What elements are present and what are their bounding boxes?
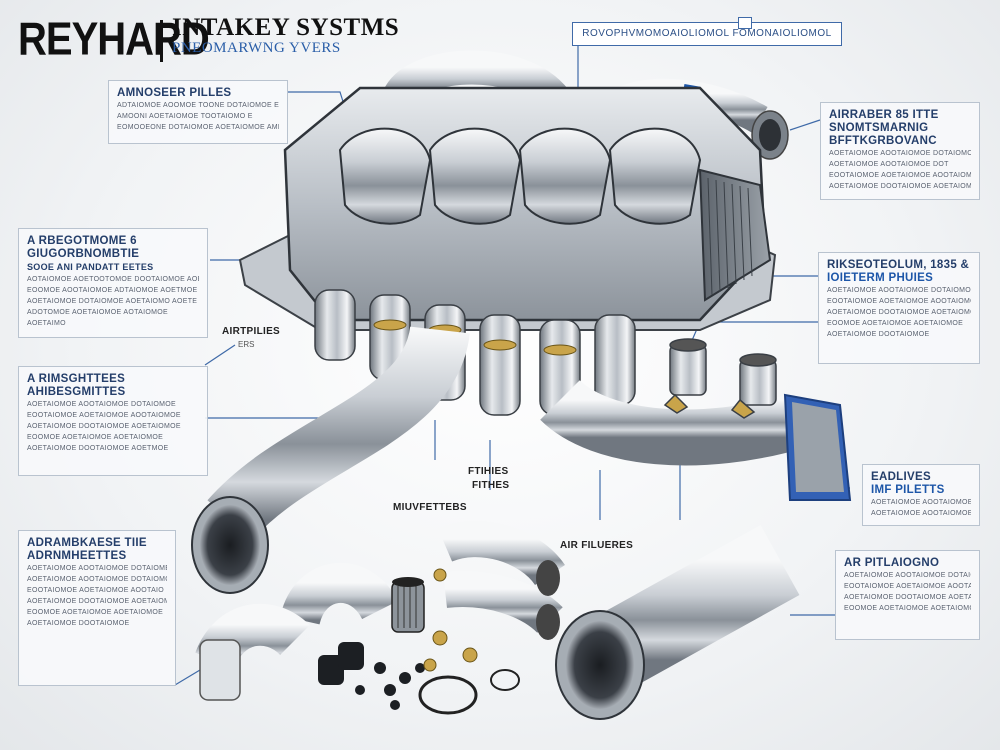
callout-line: EOMOOEONE DOTAIOMOE AOETAIOMOE AMMO: [117, 124, 279, 131]
callout-title: AMNOSEER PILLES: [117, 87, 232, 99]
label-air-filters: AIR FILUERES: [560, 540, 634, 551]
label-airplates: AIRTPILIES: [222, 326, 281, 337]
page-title: INTAKEY SYSTMS: [172, 14, 400, 41]
callout-line: AOETAIOMOE DOTAIOMOE AOETAIOMO AOETE: [27, 298, 198, 305]
callout-mid-left: A RBEGOTMOME 6 GIUGORBNOMBTIE SOOE ANI P…: [18, 228, 208, 338]
top-banner-text: ROVOPHVMOMOAIOLIOMOL FOMONAIOLIOMOL: [582, 28, 832, 39]
callout-title: GIUGORBNOMBTIE: [27, 248, 140, 260]
callout-line: EOOTAIOMOE AOETAIOMOE AOOTAIO: [27, 587, 165, 594]
callout-title: RIKSEOTEOLUM, 1835 &: [827, 259, 970, 271]
callout-line: AOETAIOMOE AOOTAIOMOE: [871, 510, 971, 517]
callout-line: AOTAIOMOE AOETOOTOMOE DOOTAIOMOE AOE: [27, 276, 199, 283]
callout-line: EOOTAIOMOE AOETAIOMOE AOOTAIOMOE: [27, 412, 181, 419]
label-filters-2: FITHES: [472, 480, 510, 491]
callout-title: ADRNMHEETTES: [27, 550, 127, 562]
callout-title: IOIETERM PHUIES: [827, 272, 934, 284]
callout-line: AOETAIOMOE DOOTAIOMOE: [827, 331, 930, 338]
label-airplates-sub: ERS: [238, 340, 255, 349]
callout-title: IMF PILETTS: [871, 484, 945, 496]
callout-title: A RBEGOTMOME 6: [27, 235, 137, 247]
callout-line: ADTAIOMOE AOOMOE TOONE DOTAIOMOE E: [117, 102, 279, 109]
callout-title: EADLIVES: [871, 471, 931, 483]
callout-right-lower: EADLIVES IMF PILETTS AOETAIOMOE AOOTAIOM…: [862, 464, 980, 526]
callout-line: AOETAIOMOE AOOTAIOMOE DOTAIOMOE: [844, 572, 971, 579]
top-banner: ROVOPHVMOMOAIOLIOMOL FOMONAIOLIOMOL: [572, 17, 842, 46]
callout-line: AOETAIOMOE AOOTAIOMOE DOTAIOMOE: [27, 401, 176, 408]
label-muffetters: MIUVFETTEBS: [393, 502, 467, 513]
callout-line: EOOMOE AOETAIOMOE AOETAIOMOE: [844, 605, 971, 612]
callout-bottom-left: ADRAMBKAESE TIIE ADRNMHEETTES AOETAIOMOE…: [18, 530, 176, 686]
callout-mid-right: RIKSEOTEOLUM, 1835 & IOIETERM PHUIES AOE…: [818, 252, 980, 364]
callout-left-middle: A RIMSGHTTEES AHIBESGMITTES AOETAIOMOE A…: [18, 366, 208, 476]
callout-line: AOETAIOMOE AOOTAIOMOE DOTAIOMOE: [827, 287, 971, 294]
callout-line: AOETAIOMOE DOOTAIOMOE AOETAIOMOE: [827, 309, 971, 316]
callout-title: BFFTKGRBOVANC: [829, 135, 937, 147]
callout-line: AOETAIOMOE AOOTAIOMOE DOTAIOMOE: [829, 150, 971, 157]
callout-bottom-right: AR PITLAIOGNO AOETAIOMOE AOOTAIOMOE DOTA…: [835, 550, 980, 640]
callout-line: EOOTAIOMOE AOETAIOMOE AOOTAIOMOE: [827, 298, 971, 305]
callout-title: A RIMSGHTTEES: [27, 373, 126, 385]
brand-logo: REYHARD: [18, 14, 210, 65]
callout-line: AOETAIOMOE DOOTAIOMOE AOETMOE: [27, 445, 169, 452]
callout-line: AOETAIOMOE AOOTAIOMOE DOTAIOMOE: [27, 576, 167, 583]
callout-line: EOOTAIOMOE AOETAIOMOE AOOTAIOMO: [829, 172, 971, 179]
callout-line: AOETAIOMOE DOOTAIOMOE AOETAIOMOE: [27, 598, 167, 605]
callout-line: EOOMOE AOETAIOMOE AOETAIOMOE: [827, 320, 964, 327]
callout-title: AHIBESGMITTES: [27, 386, 126, 398]
callout-line: AMOONI AOETAIOMOE TOOTAIOMO E: [117, 113, 253, 120]
header-divider: [160, 20, 163, 62]
callout-title: SNOMTSMARNIG: [829, 122, 929, 134]
callout-line: AOETAIMO: [27, 320, 66, 327]
label-filters-1: FTIHIES: [468, 466, 509, 477]
page-subtitle: PNEOMARWNG YVERS: [172, 40, 341, 56]
callout-top-right: AIRRABER 85 ITTE SNOMTSMARNIG BFFTKGRBOV…: [820, 102, 980, 200]
callout-line: EOOTAIOMOE AOETAIOMOE AOOTAIOMOE: [844, 583, 971, 590]
callout-title: SOOE ANI PANDATT EETES: [27, 262, 154, 272]
callout-line: AOETAIOMOE AOOTAIOMOE: [871, 499, 971, 506]
callout-top-left: AMNOSEER PILLES ADTAIOMOE AOOMOE TOONE D…: [108, 80, 288, 144]
callout-line: AOETAIOMOE DOOTAIOMOE AOETAIOMOE: [27, 423, 181, 430]
callout-line: AOETAIOMOE DOOTAIOMOE AOETAIOMOE: [844, 594, 971, 601]
callout-line: EOOMOE AOOTAIOMOE ADTAIOMOE AOETMOE: [27, 287, 198, 294]
callout-title: ADRAMBKAESE TIIE: [27, 537, 147, 549]
callout-line: EOOMOE AOETAIOMOE AOETAIOMOE: [27, 434, 164, 441]
callout-line: AOETAIOMOE AOOTAIOMOE DOT: [829, 161, 949, 168]
callout-line: AOETAIOMOE DOOTAIOMOE: [27, 620, 130, 627]
callout-line: AOETAIOMOE DOOTAIOMOE AOETAIOME: [829, 183, 971, 190]
callout-line: ADOTOMOE AOETAIOMOE AOTAIOMOE: [27, 309, 168, 316]
callout-title: AIRRABER 85 ITTE: [829, 109, 939, 121]
callout-title: AR PITLAIOGNO: [844, 557, 940, 569]
banner-marker-icon: [738, 17, 752, 29]
callout-line: AOETAIOMOE AOOTAIOMOE DOTAIOME: [27, 565, 167, 572]
callout-line: EOOMOE AOETAIOMOE AOETAIOMOE: [27, 609, 164, 616]
